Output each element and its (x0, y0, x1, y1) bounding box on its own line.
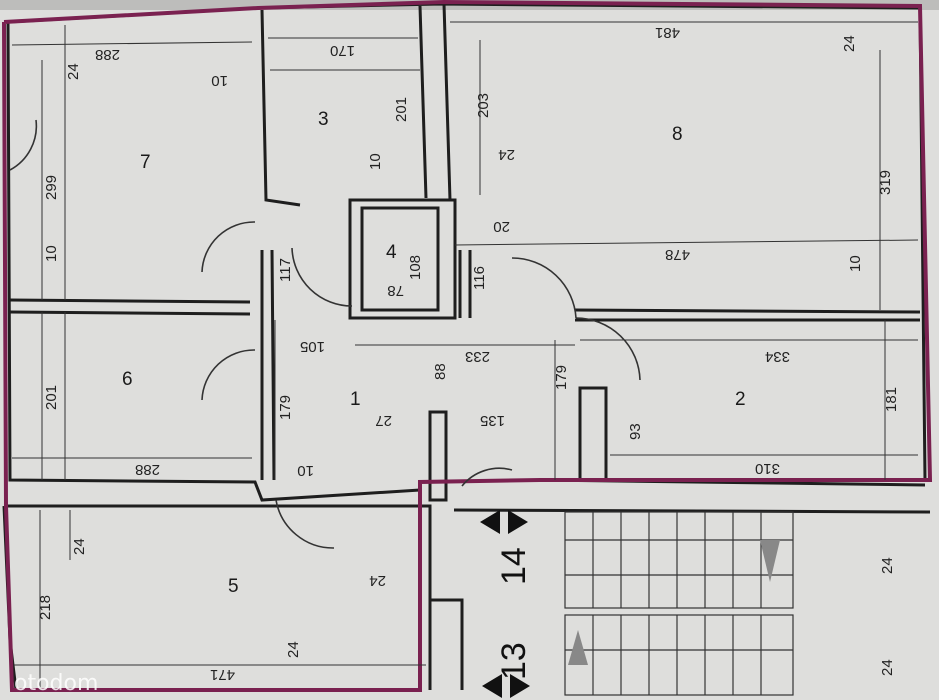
room-label-4: 4 (386, 242, 397, 263)
dim-108: 108 (407, 255, 424, 280)
dim-24-right: 24 (841, 35, 858, 52)
dim-310: 310 (755, 460, 780, 477)
dim-117: 117 (277, 258, 294, 282)
dim-201-room6: 201 (43, 385, 60, 410)
dim-24-mid: 24 (498, 146, 515, 163)
stair-arrow-icon (760, 540, 780, 582)
dim-105: 105 (300, 338, 325, 355)
door-arcs (9, 119, 641, 549)
dim-288-top: 288 (95, 46, 120, 63)
dim-116: 116 (471, 266, 488, 290)
dim-10-top: 10 (211, 72, 228, 89)
dim-181: 181 (883, 387, 900, 412)
dim-203: 203 (475, 93, 492, 118)
stairs (564, 511, 794, 696)
room-label-6: 6 (122, 369, 133, 390)
direction-arrow-icon (510, 674, 530, 698)
dim-10-left: 10 (43, 245, 60, 262)
dim-24-stair-top: 24 (879, 557, 896, 574)
dim-78: 78 (387, 282, 404, 299)
dim-288-bottom: 288 (135, 461, 160, 478)
dim-170: 170 (330, 42, 355, 59)
watermark-text: otodom (14, 671, 98, 696)
room-label-8: 8 (672, 124, 683, 145)
dimension-labels: 288 170 481 10 24 299 10 201 203 24 10 2… (37, 24, 900, 683)
dim-179-left: 179 (277, 395, 294, 420)
dim-334: 334 (765, 348, 790, 365)
direction-arrow-icon (508, 510, 528, 534)
stair-arrow-icon (568, 630, 588, 665)
dim-10-room3: 10 (367, 153, 384, 170)
dim-218: 218 (37, 595, 54, 620)
room-label-2: 2 (735, 389, 746, 410)
dim-135: 135 (480, 412, 505, 429)
dim-24-stair-bottom: 24 (879, 659, 896, 676)
room-label-1: 1 (350, 389, 361, 410)
dim-299: 299 (43, 175, 60, 200)
floor-number-13: 13 (495, 642, 533, 680)
floor-number-14: 14 (495, 547, 533, 585)
dim-10-room8: 10 (847, 255, 864, 272)
direction-arrow-icon (482, 674, 502, 698)
dim-88: 88 (432, 363, 449, 380)
dim-10-bottom: 10 (297, 462, 314, 479)
dim-471: 471 (210, 666, 235, 683)
dim-319: 319 (877, 170, 894, 195)
dim-201-room3: 201 (393, 97, 410, 122)
dim-481: 481 (655, 24, 680, 41)
room-label-5: 5 (228, 576, 239, 597)
room-label-7: 7 (140, 152, 151, 173)
dim-24-room5-right: 24 (369, 572, 386, 589)
dim-27: 27 (375, 412, 392, 429)
room-label-3: 3 (318, 109, 329, 130)
dim-179-right: 179 (553, 365, 570, 390)
dimension-lines (11, 21, 919, 690)
dim-478: 478 (665, 246, 690, 263)
dim-20: 20 (493, 218, 510, 235)
dim-233: 233 (465, 348, 490, 365)
dim-93: 93 (627, 423, 644, 440)
direction-arrow-icon (480, 510, 500, 534)
dim-24-room5-bottom: 24 (285, 641, 302, 658)
dim-24-room5-top: 24 (71, 538, 88, 555)
dim-24-top-left: 24 (65, 63, 82, 80)
